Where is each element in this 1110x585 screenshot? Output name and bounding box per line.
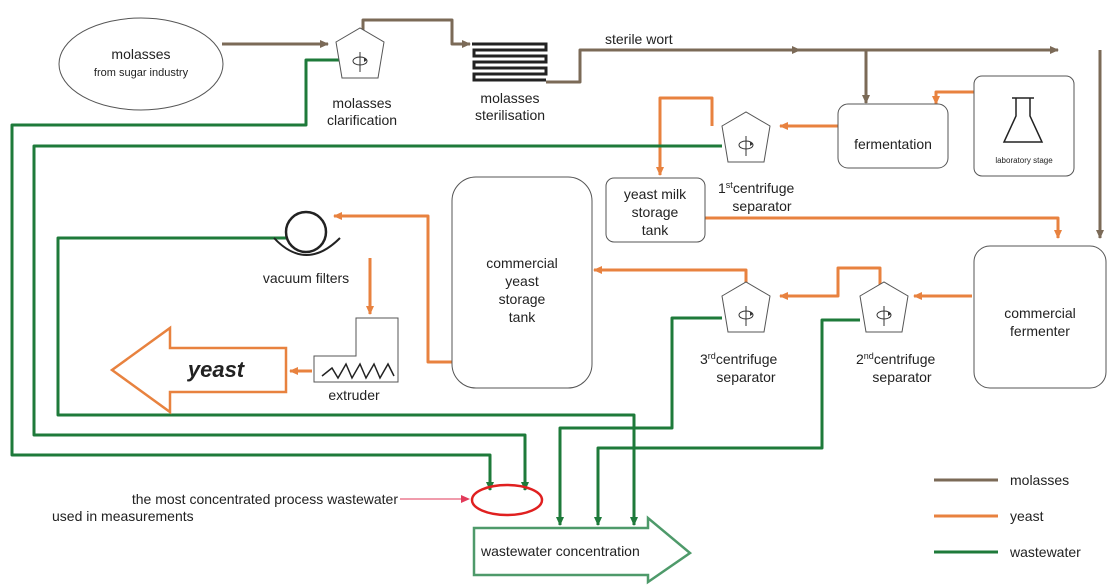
wastewater-flow-centrifuge1 — [32, 144, 722, 491]
yeast-flow-yeast-milk-to-fermenter — [705, 216, 1062, 239]
yeast-flow-centrifuge1-to-yeast-milk — [656, 96, 714, 176]
annotation-line-2: used in measurements — [52, 508, 194, 524]
wastewater-concentration-label: wastewater concentration — [480, 543, 640, 559]
yeast-flow-lab-to-fermentation — [932, 90, 974, 105]
commercial-yeast-tank-label-2: yeast — [505, 273, 539, 289]
vacuum-filters-node: vacuum filters — [263, 210, 349, 286]
heater-coil-icon — [321, 362, 395, 380]
wastewater-flow-clarification — [10, 58, 494, 491]
molasses-sterilisation-label: molasses — [480, 90, 539, 106]
centrifuge2-label: 2ndcentrifuge — [856, 351, 936, 367]
legend: molasses yeast wastewater — [934, 472, 1081, 560]
yeast-output-label: yeast — [187, 357, 246, 382]
fermentation-node: fermentation — [837, 103, 949, 169]
yeast-flow-centrifuge3-to-yeast-tank — [593, 266, 748, 290]
centrifuge3-label: 3rdcentrifuge — [700, 351, 778, 367]
centrifuge3-ordinal: 3 — [700, 351, 708, 367]
laboratory-stage-label: laboratory stage — [995, 156, 1053, 165]
molasses-flow-sterile-wort — [546, 46, 801, 84]
centrifuge2-ordinal-suffix: nd — [864, 351, 874, 361]
yeast-milk-label: yeast milk — [624, 186, 687, 202]
molasses-flow-clarification-to-sterilisation — [361, 18, 471, 48]
yeast-milk-tank-node: yeast milk storage tank — [605, 177, 706, 243]
centrifuge3-sublabel: separator — [716, 369, 775, 385]
centrifuge3-name: centrifuge — [716, 351, 778, 367]
measurement-highlight-ellipse — [470, 483, 544, 517]
wastewater-concentration-arrow: wastewater concentration — [472, 515, 693, 585]
rotation-icon — [352, 52, 368, 72]
wastewater-flow-centrifuge2 — [594, 318, 860, 526]
vacuum-filters-label: vacuum filters — [263, 270, 349, 286]
measurement-annotation: the most concentrated process wastewater… — [52, 491, 470, 524]
centrifuge1-name: centrifuge — [733, 180, 795, 196]
rotation-icon — [738, 306, 754, 326]
commercial-yeast-tank-label-3: storage — [499, 291, 546, 307]
centrifuge1-ordinal-suffix: st — [726, 180, 734, 190]
wastewater-flow-centrifuge3 — [556, 316, 722, 526]
molasses-clarification-label: molasses — [332, 95, 391, 111]
extruder-label: extruder — [328, 387, 380, 403]
centrifuge3-node: 3rdcentrifuge separator — [700, 281, 778, 385]
rotation-icon — [738, 136, 754, 156]
centrifuge2-node: 2ndcentrifuge separator — [856, 281, 936, 385]
commercial-fermenter-node: commercial fermenter — [973, 245, 1107, 389]
sterilisation-coil: molasses sterilisation — [472, 42, 548, 123]
yeast-milk-storage-label: storage — [632, 204, 679, 220]
yeast-milk-tank-label: tank — [642, 222, 669, 238]
yeast-flow-centrifuge2-to-centrifuge3 — [779, 266, 882, 300]
molasses-source-label: molasses — [111, 46, 170, 62]
legend-label-yeast: yeast — [1010, 508, 1044, 524]
centrifuge2-ordinal: 2 — [856, 351, 864, 367]
commercial-fermenter-label: commercial — [1004, 305, 1076, 321]
annotation-line-1: the most concentrated process wastewater — [132, 491, 398, 507]
centrifuge1-sublabel: separator — [732, 198, 791, 214]
commercial-yeast-tank-node: commercial yeast storage tank — [451, 176, 593, 389]
flask-icon — [1002, 97, 1044, 143]
yeast-output-arrow: yeast — [109, 325, 288, 415]
legend-label-molasses: molasses — [1010, 472, 1069, 488]
fermentation-label: fermentation — [854, 136, 932, 152]
molasses-sterilisation-sublabel: sterilisation — [475, 107, 545, 123]
commercial-fermenter-sublabel: fermenter — [1010, 323, 1070, 339]
extruder-node: extruder — [313, 317, 399, 403]
centrifuge3-ordinal-suffix: rd — [708, 351, 716, 361]
molasses-source-node: molasses from sugar industry — [58, 17, 224, 111]
centrifuge1-ordinal: 1 — [718, 180, 726, 196]
sterile-wort-label: sterile wort — [605, 31, 673, 47]
yeast-flow-yeast-tank-to-vacuum-filters — [333, 212, 452, 364]
molasses-clarification-sublabel: clarification — [327, 112, 397, 128]
laboratory-stage-node: laboratory stage — [973, 75, 1075, 177]
centrifuge1-label: 1stcentrifuge — [718, 180, 795, 196]
commercial-yeast-tank-label-1: commercial — [486, 255, 558, 271]
rotation-icon — [876, 306, 892, 326]
commercial-yeast-tank-label-4: tank — [509, 309, 536, 325]
centrifuge2-name: centrifuge — [874, 351, 936, 367]
legend-label-wastewater: wastewater — [1009, 544, 1081, 560]
molasses-source-sublabel: from sugar industry — [94, 67, 189, 79]
centrifuge2-sublabel: separator — [872, 369, 931, 385]
wastewater-flow-vacuum-filters — [56, 236, 638, 526]
clarification-centrifuge: molasses clarification — [327, 27, 397, 128]
centrifuge1-node: 1stcentrifuge separator — [718, 111, 795, 214]
drum-filter-icon — [273, 210, 341, 256]
